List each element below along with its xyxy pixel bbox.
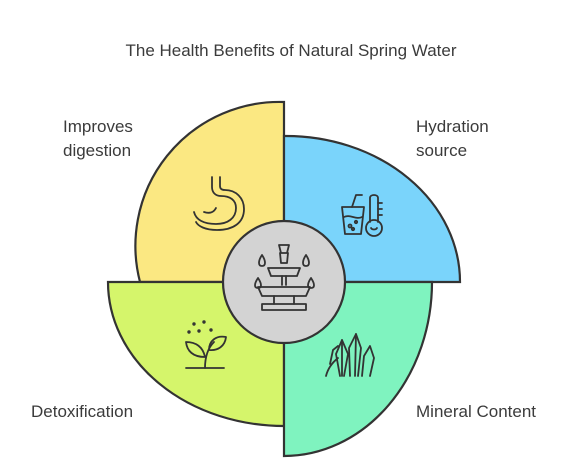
label-hydration-source: Hydration source <box>416 115 489 163</box>
label-line: Hydration <box>416 117 489 136</box>
label-line: digestion <box>63 141 132 160</box>
sprout-icon <box>185 320 227 369</box>
stomach-icon <box>193 176 245 231</box>
label-line: Mineral Content <box>416 402 537 421</box>
crystals-icon <box>325 333 375 377</box>
diagram-title: The Health Benefits of Natural Spring Wa… <box>125 41 457 60</box>
label-improves-digestion: Improves digestion <box>63 115 133 163</box>
center-circle <box>221 219 347 345</box>
label-mineral-content: Mineral Content <box>416 400 536 424</box>
glass-thermometer-icon <box>341 194 383 237</box>
label-detoxification: Detoxification <box>31 400 133 424</box>
label-line: Detoxification <box>31 402 134 421</box>
fountain-icon <box>254 244 315 311</box>
label-line: source <box>416 141 468 160</box>
label-line: Improves <box>63 117 133 136</box>
